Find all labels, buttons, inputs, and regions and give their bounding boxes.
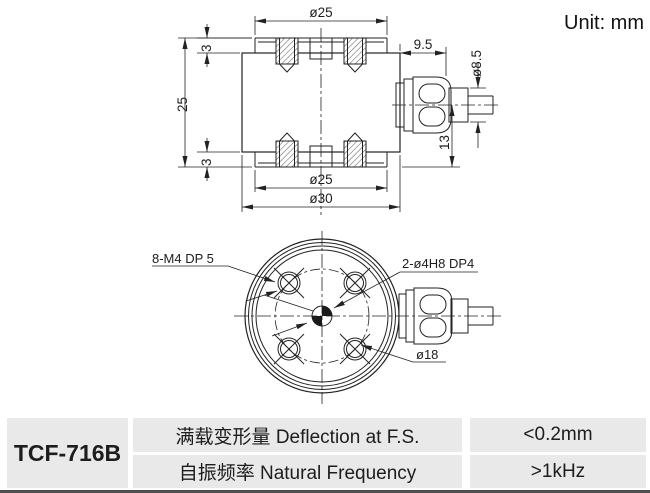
dim-connector-length: 9.5 <box>414 37 433 52</box>
cable-gland-side <box>392 76 501 134</box>
label-dowel-holes: 2-ø4H8 DP4 <box>402 256 474 271</box>
dim-total-height: 25 <box>175 97 190 112</box>
dim-top-boss-diameter: ø25 <box>309 5 332 20</box>
dim-top-boss-thickness: 3 <box>199 44 214 52</box>
parameter-cell-deflection: 满载变形量 Deflection at F.S. <box>133 418 462 452</box>
bottom-dowel-hole <box>309 145 333 168</box>
parameter-cell-frequency: 自振频率 Natural Frequency <box>133 455 462 488</box>
side-view-drawing: ø25 3 25 3 ø25 <box>175 5 501 215</box>
cable-side <box>468 95 494 115</box>
dim-bottom-boss-thickness: 3 <box>199 158 214 166</box>
hole-bottom-right <box>339 333 371 365</box>
hole-top-left <box>273 267 305 299</box>
body-outline <box>241 52 401 153</box>
bottom-view-annotations: 8-M4 DP 5 2-ø4H8 DP4 ø18 <box>152 251 478 363</box>
center-hole-symbol <box>311 305 333 327</box>
dim-connector-center-height: 13 <box>437 135 452 150</box>
bolt-circle <box>274 268 370 364</box>
top-dowel-hole <box>309 37 333 60</box>
model-cell: TCF-716B <box>7 418 128 488</box>
value-cell-frequency: >1kHz <box>470 455 646 488</box>
bottom-threaded-holes <box>275 132 367 168</box>
cable-bottom <box>468 306 494 326</box>
dim-bottom-boss-diameter: ø25 <box>309 172 332 187</box>
top-threaded-holes <box>275 37 367 73</box>
label-bolt-circle-diameter: ø18 <box>416 347 438 362</box>
page-bottom-edge <box>0 490 650 493</box>
side-view-dimensions: ø25 3 25 3 ø25 <box>175 5 486 212</box>
bottom-view-drawing: 8-M4 DP 5 2-ø4H8 DP4 ø18 <box>152 231 503 404</box>
dim-outer-diameter: ø30 <box>309 191 332 206</box>
dim-cable-diameter: ø8.5 <box>469 50 484 77</box>
unit-label: Unit: mm <box>564 12 644 34</box>
label-mounting-holes: 8-M4 DP 5 <box>152 251 214 266</box>
technical-drawing: ø25 3 25 3 ø25 <box>152 5 503 404</box>
hole-bottom-left <box>273 333 305 365</box>
value-cell-deflection: <0.2mm <box>470 418 646 452</box>
cable-gland-bottom <box>398 287 494 345</box>
hole-top-right <box>339 267 371 299</box>
